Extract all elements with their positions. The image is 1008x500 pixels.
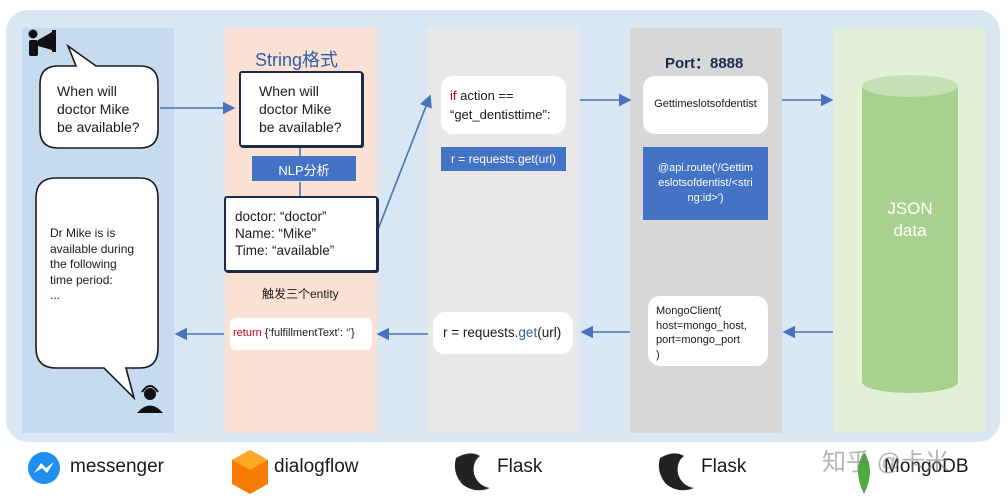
flask-label-2: Flask: [701, 456, 747, 477]
if-action-line2: “get_dentisttime”:: [450, 107, 551, 122]
return-box: [230, 318, 372, 350]
request2-prefix: r = requests.: [443, 325, 519, 340]
trigger-entities-label: 触发三个entity: [262, 287, 339, 301]
messenger-logo-icon: [28, 452, 60, 484]
port-label: Port：8888: [665, 55, 744, 72]
database-cylinder: [862, 75, 958, 393]
arrow-entities-to-webhook: [376, 94, 432, 233]
question-bubble-text: When will doctor Mike be available?: [57, 83, 140, 135]
request-get-text-2: r = requests.get(url): [443, 325, 561, 340]
messenger-label: messenger: [70, 456, 164, 477]
string-format-title: String格式: [255, 50, 339, 70]
if-action-box: [441, 76, 566, 134]
watermark: 知乎 @卡米: [822, 449, 950, 476]
request-get-box-2: [433, 312, 573, 354]
nlp-analysis-box: [252, 156, 356, 181]
request2-suffix: (url): [537, 325, 562, 340]
if-keyword: if: [450, 88, 457, 103]
support-agent-icon: [137, 385, 163, 413]
api-route-text: @api.route('/Gettim eslotsofdentist/<str…: [657, 162, 754, 204]
flask-label-1: Flask: [497, 456, 543, 477]
entities-text: doctor: “doctor” Name: “Mike” Time: “ava…: [235, 209, 335, 258]
api-route-box: [643, 147, 768, 220]
nlp-analysis-label: NLP分析: [278, 163, 330, 178]
json-data-label: JSON data: [887, 199, 933, 240]
endpoint-box: [643, 76, 768, 134]
return-keyword: return: [233, 327, 262, 339]
dialogflow-label: dialogflow: [274, 456, 359, 477]
flask-logo-icon-2: [658, 453, 694, 491]
mongodb-label: MongoDB: [884, 456, 969, 477]
answer-bubble-shape: [35, 177, 159, 401]
dialogflow-question-box: [239, 71, 363, 147]
if-action-line1: if action ==: [450, 88, 514, 103]
answer-bubble-text: Dr Mike is is available during the follo…: [50, 226, 135, 302]
mongo-client-box: [648, 296, 768, 366]
return-statement: return {‘fulfillmentText’: ‘’}: [233, 327, 355, 339]
return-payload: {‘fulfillmentText’: ‘’}: [261, 327, 355, 339]
mongodb-leaf-icon: [858, 452, 870, 494]
if-condition: action ==: [456, 88, 514, 103]
mongo-client-text: MongoClient( host=mongo_host, port=mongo…: [656, 305, 747, 361]
flask-logo-icon-1: [454, 453, 490, 491]
entities-box: [224, 196, 378, 272]
megaphone-user-icon: [28, 29, 56, 56]
dialogflow-logo-icon: [232, 450, 268, 494]
request-get-box: [441, 147, 566, 171]
request-get-text: r = requests.get(url): [450, 152, 557, 166]
endpoint-text: Gettimeslotsofdentist: [654, 98, 757, 110]
dialogflow-question-text: When will doctor Mike be available?: [259, 83, 342, 135]
question-bubble-shape: [39, 43, 159, 149]
request2-get: get: [518, 325, 538, 340]
